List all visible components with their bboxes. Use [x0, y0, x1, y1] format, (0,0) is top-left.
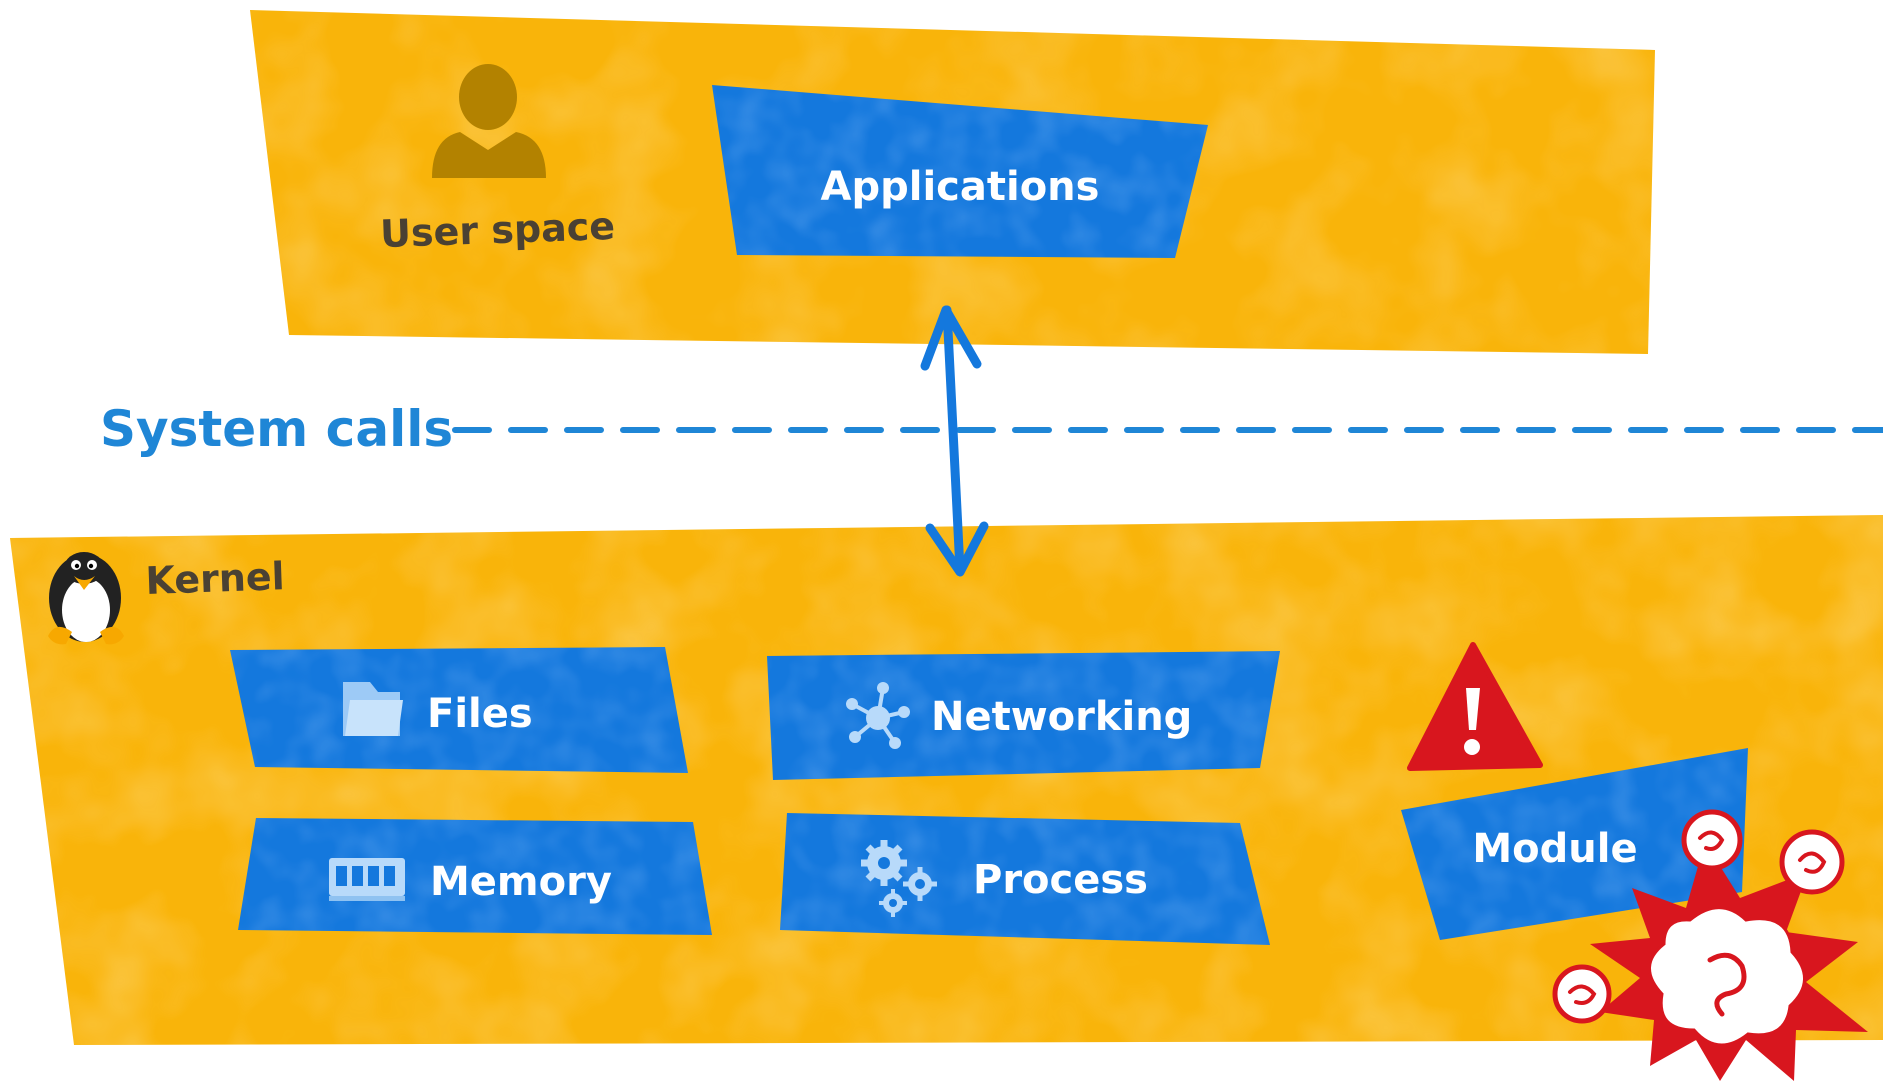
networking-label: Networking — [931, 694, 1192, 740]
system-call-arrow — [920, 305, 989, 577]
memory-label: Memory — [430, 859, 612, 905]
penguin-icon — [48, 552, 124, 645]
small-puff-icon-3 — [1552, 964, 1612, 1024]
memory-chip-icon — [329, 858, 405, 901]
applications-box — [712, 85, 1208, 258]
explosion-icon — [1552, 809, 1868, 1081]
gears-icon — [861, 840, 937, 917]
system-calls-label: System calls — [100, 400, 453, 458]
process-box — [780, 813, 1270, 945]
warning-icon — [1407, 642, 1543, 771]
small-puff-icon-1 — [1681, 809, 1743, 871]
user-icon — [432, 64, 546, 178]
process-label: Process — [973, 857, 1148, 903]
memory-box — [238, 818, 712, 935]
network-icon — [846, 682, 910, 749]
module-box — [1401, 748, 1748, 940]
module-label: Module — [1472, 826, 1637, 872]
kernel-label: Kernel — [145, 554, 286, 603]
files-box — [230, 647, 688, 773]
folder-icon — [343, 682, 403, 736]
applications-label: Applications — [821, 164, 1100, 210]
files-label: Files — [427, 691, 533, 737]
small-puff-icon-2 — [1779, 829, 1845, 895]
user-space-label: User space — [379, 204, 615, 256]
